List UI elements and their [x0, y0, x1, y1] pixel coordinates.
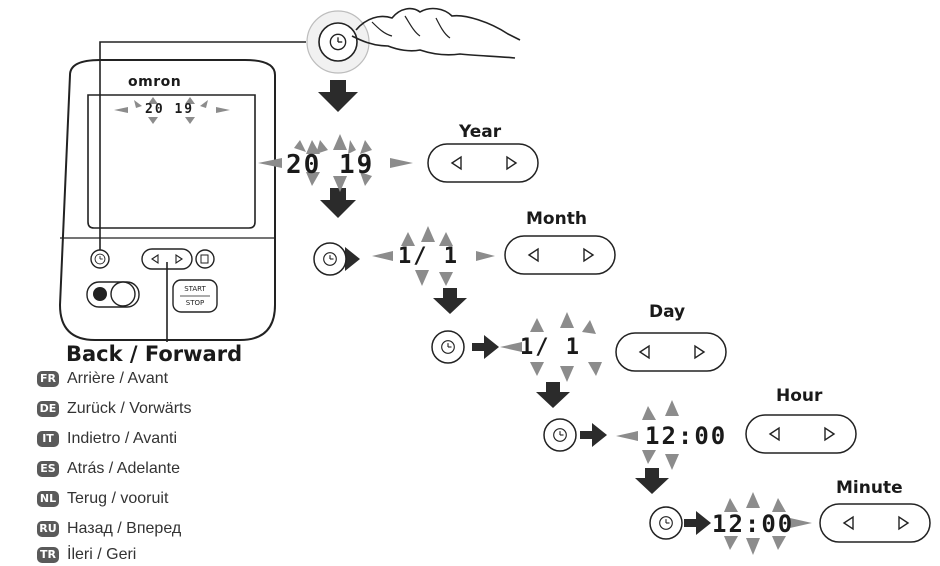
month-back-forward-pill	[504, 235, 616, 275]
day-display: 1/ 1	[520, 335, 581, 360]
left-triangle-icon	[450, 155, 462, 171]
legend-text: Arrière / Avant	[67, 370, 169, 387]
step-label-day: Day	[649, 302, 686, 322]
device-screen	[87, 94, 256, 229]
legend-text: Indietro / Avanti	[67, 430, 177, 447]
hour-back-forward-pill	[745, 414, 857, 454]
arrow-icon	[580, 423, 607, 447]
language-code-badge: FR	[37, 371, 59, 387]
left-triangle-icon	[842, 515, 854, 531]
user-icon	[93, 287, 107, 301]
arrow-icon	[684, 511, 711, 535]
left-triangle-icon	[638, 344, 650, 360]
right-triangle-icon	[583, 247, 595, 263]
step-label-hour: Hour	[776, 386, 823, 406]
legend-item-it: IT Indietro / Avanti	[37, 428, 177, 450]
step-label-year: Year	[459, 122, 502, 142]
device-year-display: 20 19	[145, 102, 195, 117]
language-code-badge: ES	[37, 461, 59, 477]
right-triangle-icon	[506, 155, 518, 171]
language-code-badge: IT	[37, 431, 59, 447]
left-triangle-icon	[768, 426, 780, 442]
clock-press-illustration	[306, 7, 521, 74]
left-triangle-icon	[527, 247, 539, 263]
legend-text: Назад / Вперед	[67, 520, 182, 537]
step-label-month: Month	[526, 209, 587, 229]
clock-leader-line	[99, 41, 306, 250]
legend-text: Terug / vooruit	[67, 490, 169, 507]
step-clock-buttons	[313, 242, 683, 540]
legend-item-tr: TR İleri / Geri	[37, 544, 136, 566]
arrow-icon	[472, 335, 499, 359]
legend-item-de: DE Zurück / Vorwärts	[37, 398, 191, 420]
right-triangle-icon	[694, 344, 706, 360]
omron-logo: omron	[128, 74, 182, 90]
minute-back-forward-pill	[819, 503, 931, 543]
legend-item-ru: RU Назад / Вперед	[37, 518, 181, 540]
stop-label: STOP	[185, 299, 205, 307]
language-code-badge: NL	[37, 491, 59, 507]
arrow-icon	[635, 468, 669, 494]
start-label: START	[184, 285, 206, 293]
month-display: 1/ 1	[398, 244, 459, 269]
minute-display: 12:00	[712, 510, 795, 538]
nav-pills	[427, 143, 931, 543]
step-label-minute: Minute	[836, 478, 903, 498]
left-triangle-icon	[151, 253, 159, 265]
day-back-forward-pill	[615, 332, 727, 372]
legend-item-nl: NL Terug / vooruit	[37, 488, 168, 510]
legend-text: Atrás / Adelante	[67, 460, 180, 477]
language-code-badge: RU	[37, 521, 59, 537]
legend-item-es: ES Atrás / Adelante	[37, 458, 180, 480]
right-triangle-icon	[175, 253, 183, 265]
arrow-icon	[536, 382, 570, 408]
language-code-badge: TR	[37, 547, 59, 563]
right-triangle-icon	[824, 426, 836, 442]
arrow-icon	[318, 80, 358, 112]
year-display: 20 19	[286, 150, 375, 180]
year-back-forward-pill	[427, 143, 539, 183]
hour-display: 12:00	[645, 422, 728, 450]
screen-blink-marks	[114, 97, 230, 124]
language-code-badge: DE	[37, 401, 59, 417]
omron-device	[58, 41, 306, 342]
device-memory-button	[195, 249, 215, 269]
back-forward-label: Back / Forward	[66, 342, 243, 366]
legend-text: Zurück / Vorwärts	[67, 400, 192, 417]
legend-text: İleri / Geri	[67, 546, 137, 563]
right-triangle-icon	[898, 515, 910, 531]
legend-item-fr: FR Arrière / Avant	[37, 368, 168, 390]
blink-marks-icon	[258, 134, 812, 555]
arrow-icon	[433, 288, 467, 314]
memory-icon	[200, 254, 209, 264]
hand-fingers	[351, 35, 516, 59]
arrow-icon	[320, 188, 356, 218]
hand-icon	[355, 7, 521, 41]
